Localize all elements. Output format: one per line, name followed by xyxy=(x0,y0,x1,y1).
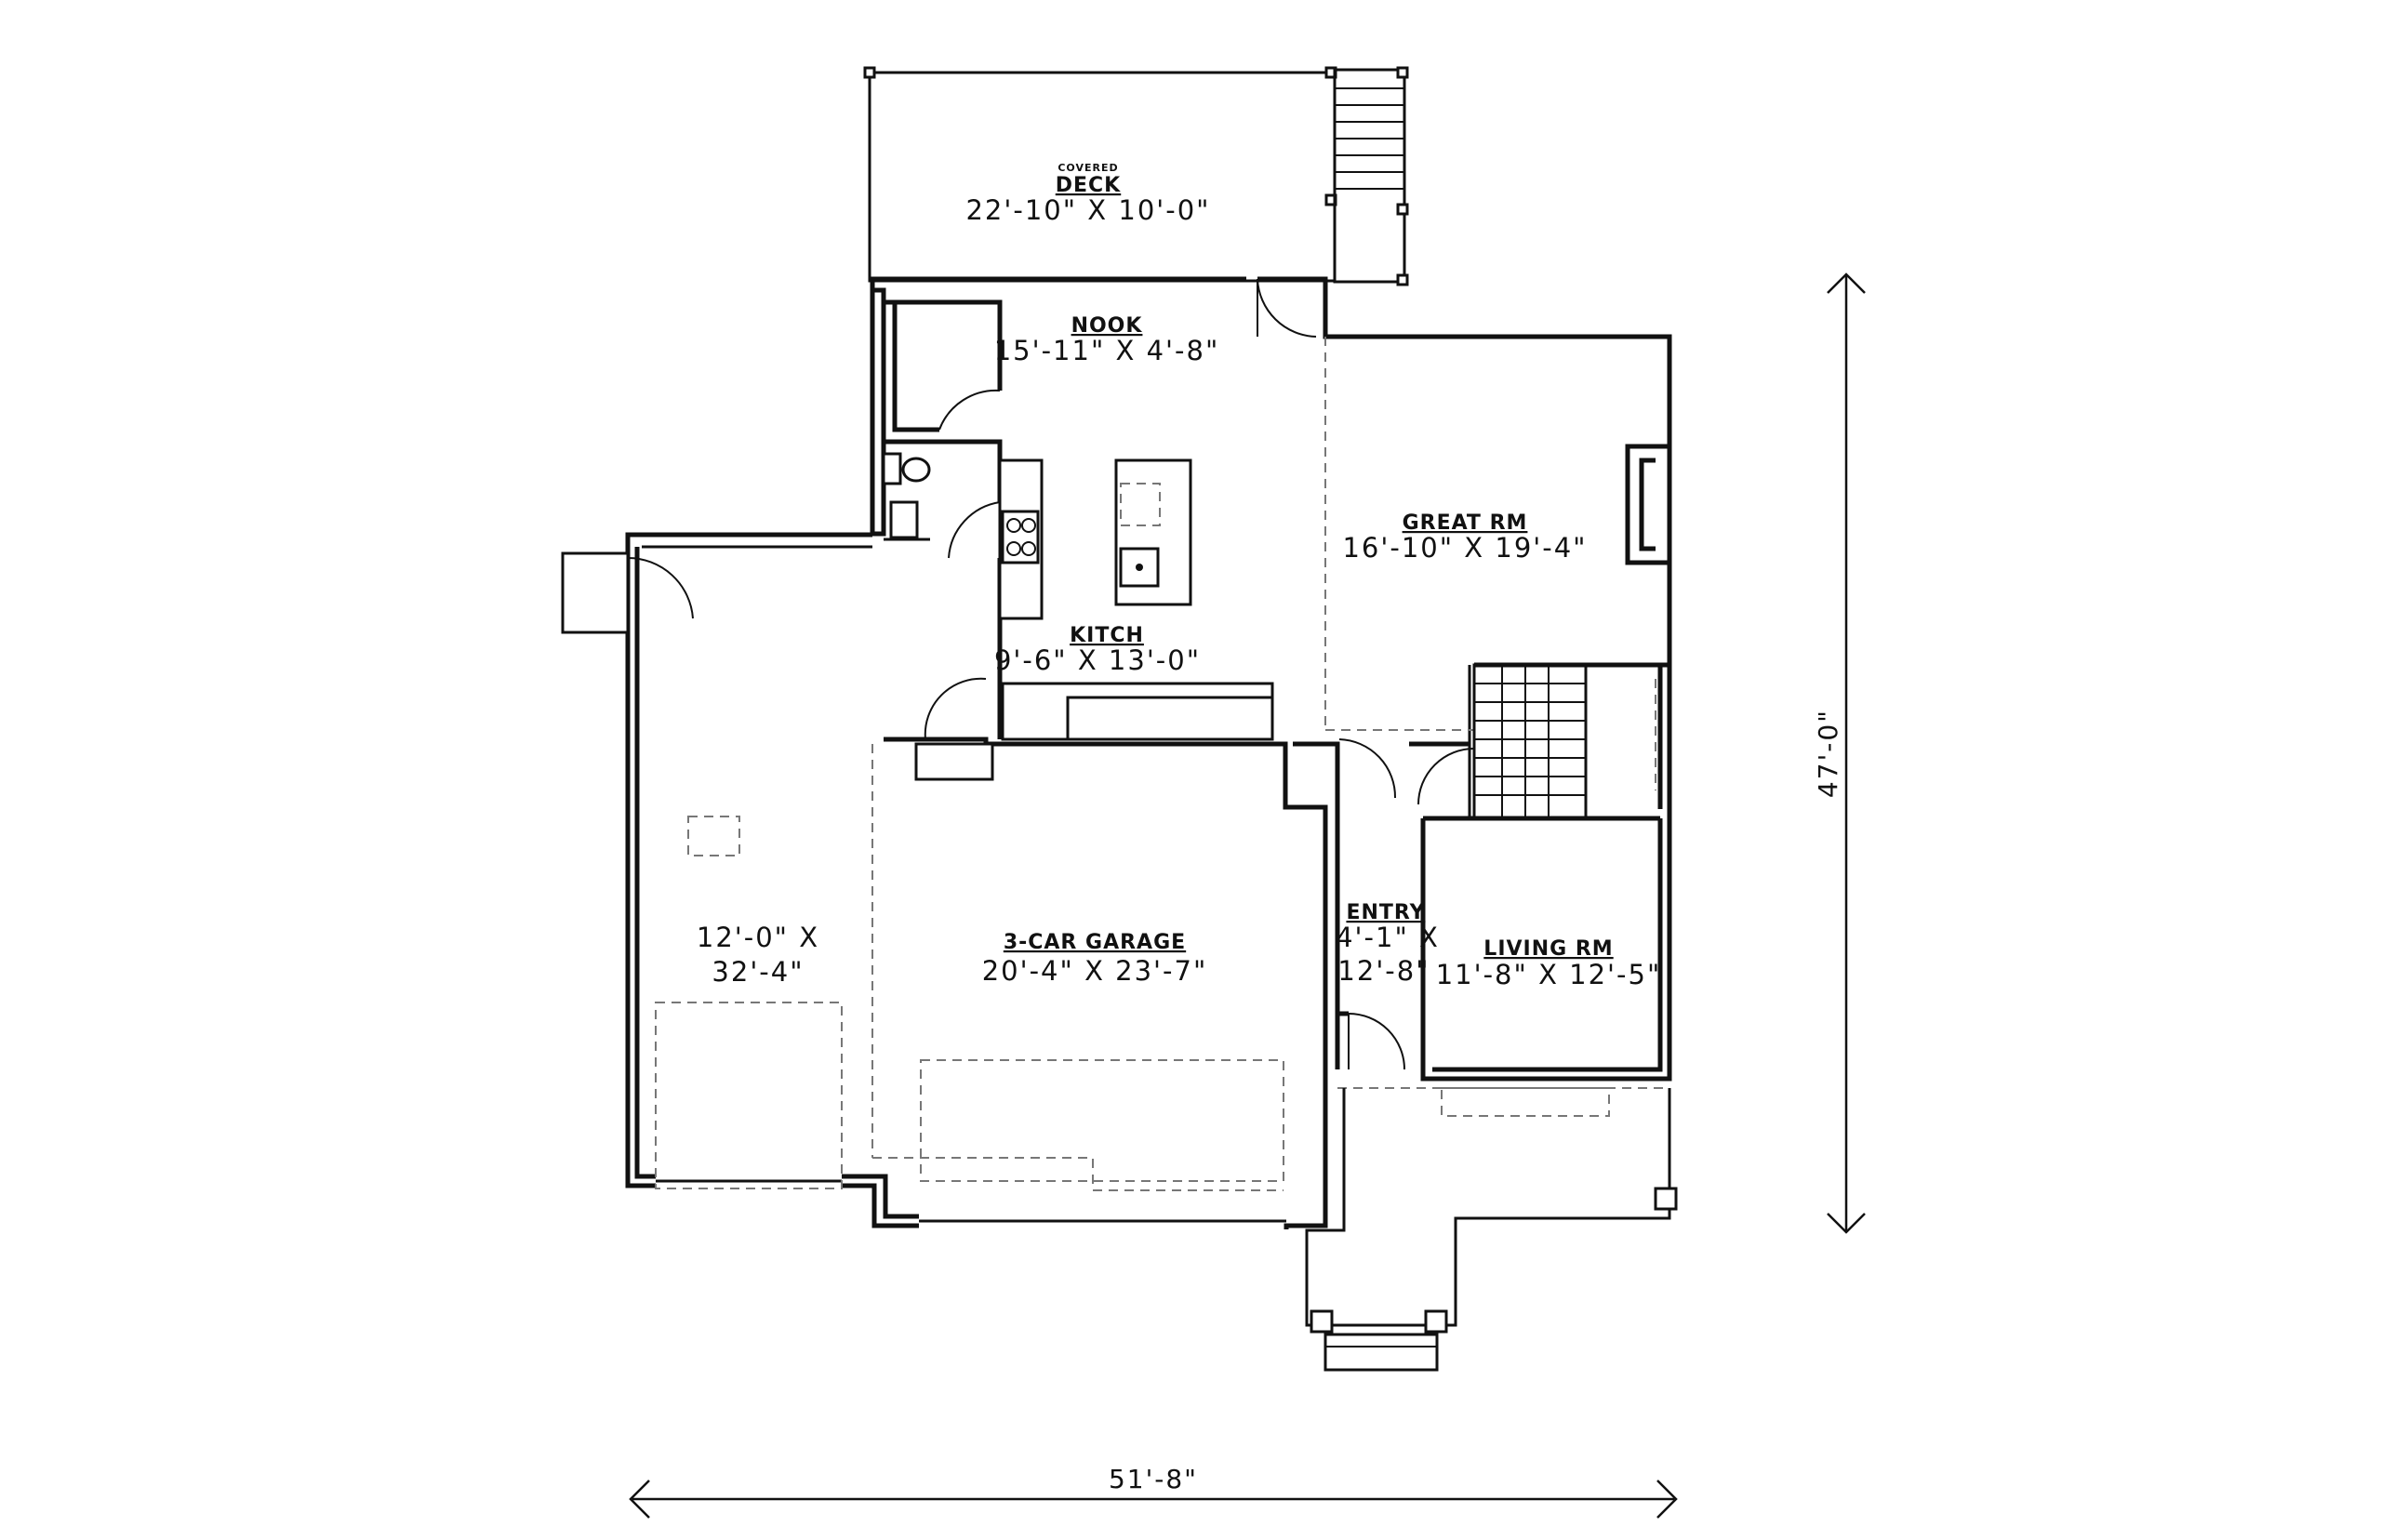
bath-sink xyxy=(889,500,919,539)
sink xyxy=(1119,547,1160,588)
kitchen-fixtures xyxy=(561,452,1274,781)
toilet xyxy=(901,457,931,483)
porch-steps xyxy=(1324,1333,1439,1372)
nook-name: NOOK xyxy=(1071,314,1143,338)
deck-stairs xyxy=(1335,87,1404,190)
entry-name: ENTRY xyxy=(1346,901,1425,924)
deck-size: 22'-10" X 10'-0" xyxy=(965,194,1210,226)
garage-size: 20'-4" X 23'-7" xyxy=(982,955,1208,987)
dashed-lines xyxy=(655,337,1669,1191)
overall-depth-label: 47'-0" xyxy=(1813,709,1843,798)
door-swings xyxy=(627,278,1475,1070)
great-room-name: GREAT RM xyxy=(1403,511,1528,535)
range xyxy=(1001,510,1040,564)
exterior-walls xyxy=(625,276,1672,1229)
overall-width-label: 51'-8" xyxy=(1109,1464,1198,1494)
deck-small-label: COVERED xyxy=(1057,162,1118,174)
interior-walls xyxy=(884,299,1669,1069)
living-room-name: LIVING RM xyxy=(1483,937,1613,961)
room-labels: COVERED DECK 22'-10" X 10'-0" NOOK 15'-1… xyxy=(697,162,1662,990)
nook-size: 15'-11" X 4'-8" xyxy=(994,335,1220,366)
front-porch xyxy=(1305,1088,1678,1372)
garage-bay-size-line1: 12'-0" X xyxy=(697,922,819,953)
kitchen-size: 9'-6" X 13'-0" xyxy=(994,644,1201,676)
deck-name: DECK xyxy=(1056,174,1121,197)
great-room-size: 16'-10" X 19'-4" xyxy=(1342,532,1587,564)
entry-size-line1: 4'-1" X xyxy=(1336,922,1440,953)
deck-outline xyxy=(863,66,1409,286)
kitchen-name: KITCH xyxy=(1070,624,1144,647)
living-room-size: 11'-8" X 12'-5" xyxy=(1436,959,1662,990)
garage-bay-size-line2: 32'-4" xyxy=(712,956,804,988)
width-dimension: 51'-8" xyxy=(629,1464,1678,1519)
depth-dimension: 47'-0" xyxy=(1813,272,1866,1234)
garage-name: 3-CAR GARAGE xyxy=(1004,931,1186,954)
main-stairs xyxy=(1472,663,1588,820)
garage-side-step xyxy=(561,551,630,634)
entry-size-line2: 12'-8" xyxy=(1337,955,1430,987)
